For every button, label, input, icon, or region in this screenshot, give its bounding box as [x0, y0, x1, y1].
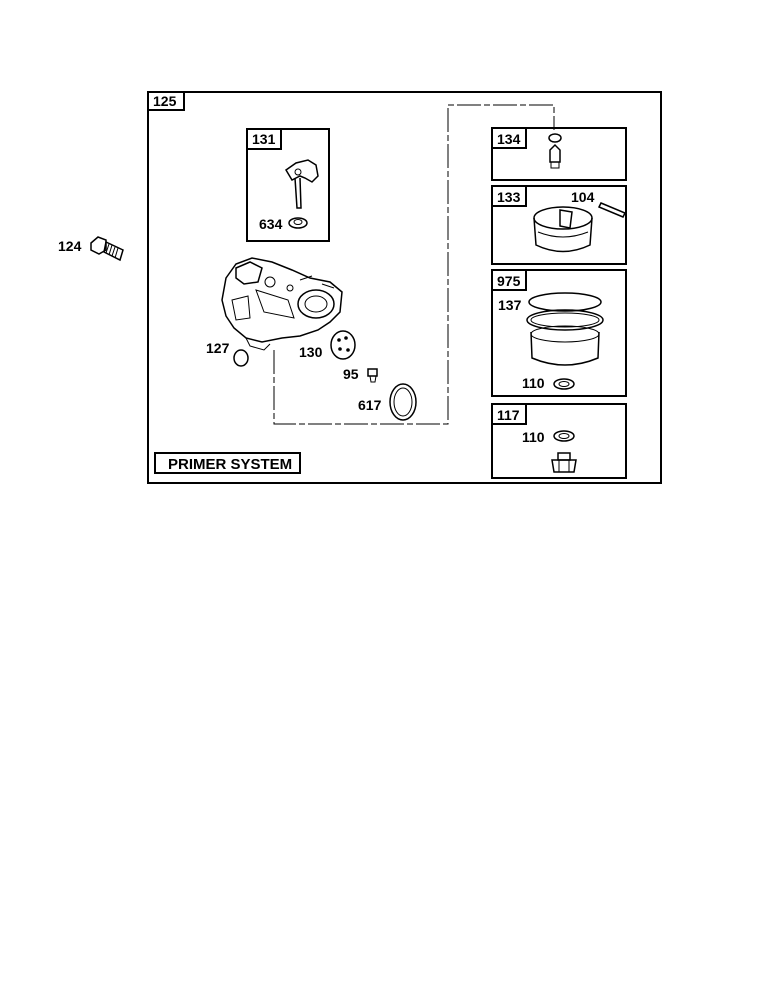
kit-975-number: 975	[497, 273, 521, 289]
section-title: PRIMER SYSTEM	[168, 456, 292, 473]
assembly-number: 125	[153, 93, 177, 109]
kit-134: 134	[491, 127, 627, 181]
part-617: 617	[358, 383, 417, 421]
float-pin-104-icon	[597, 202, 627, 218]
seal-ring-617-icon	[389, 383, 417, 421]
part-95: 95	[343, 366, 378, 383]
part-127: 127	[206, 340, 249, 367]
washer-110-icon	[553, 378, 575, 390]
assembly-number-box: 125	[147, 91, 185, 111]
part-127-label: 127	[206, 340, 230, 356]
washer-634-icon	[288, 217, 308, 229]
part-124: 124	[58, 236, 124, 262]
bowl-nut-icon	[551, 452, 577, 473]
part-124-label: 124	[58, 238, 82, 254]
part-104-label: 104	[571, 189, 595, 205]
primer-lever-icon	[284, 159, 319, 209]
part-95-label: 95	[343, 366, 359, 382]
part-110-label-kit117: 110	[522, 429, 545, 445]
kit-131-number: 131	[252, 131, 276, 147]
carburetor-body-icon	[221, 257, 343, 351]
gasket-130-icon	[330, 330, 356, 360]
float-bowl-137-icon	[526, 292, 604, 366]
washer-110b-icon	[553, 430, 575, 442]
part-110-label-kit975: 110	[522, 375, 545, 391]
kit-133-number: 133	[497, 189, 521, 205]
part-634-label: 634	[259, 216, 283, 232]
o-ring-127-icon	[233, 349, 249, 367]
part-130-label: 130	[299, 344, 323, 360]
kit-117-number: 117	[497, 407, 520, 423]
part-137-label: 137	[498, 297, 522, 313]
bolt-icon	[90, 236, 124, 262]
needle-valve-icon	[548, 133, 562, 169]
part-617-label: 617	[358, 397, 382, 413]
part-130: 130	[299, 330, 356, 360]
screw-95-icon	[367, 368, 378, 383]
kit-975: 975 137 110	[491, 269, 627, 397]
kit-131: 131 634	[246, 128, 330, 242]
kit-117: 117 110	[491, 403, 627, 479]
kit-133: 133 104	[491, 185, 627, 265]
assembly-frame	[147, 91, 662, 484]
section-title-box: PRIMER SYSTEM	[154, 452, 301, 474]
kit-134-number: 134	[497, 131, 521, 147]
connector-line	[273, 104, 555, 425]
float-icon	[533, 206, 593, 253]
